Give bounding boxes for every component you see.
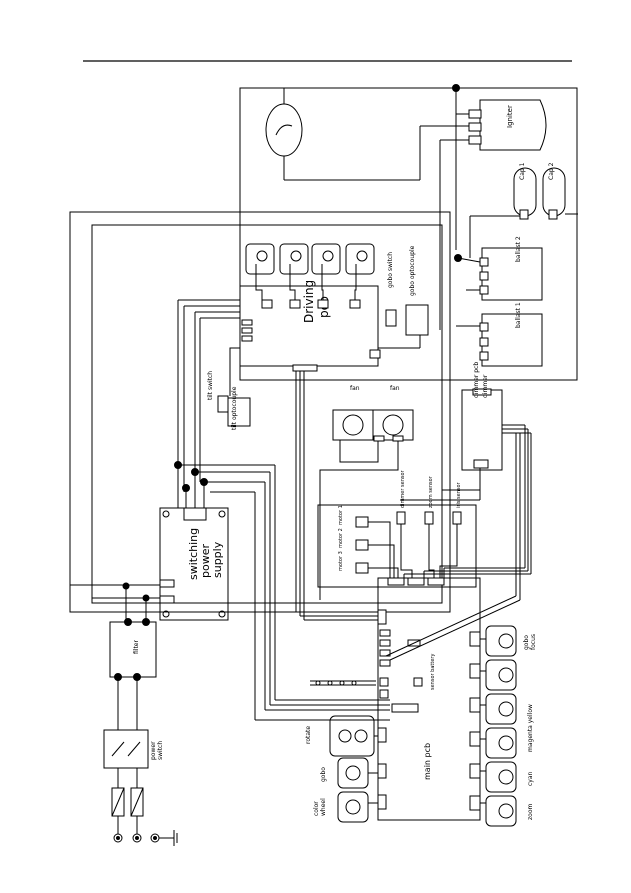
gobo-optocoupler-label: gobo optocouple [409, 245, 416, 296]
main-pcb-label: main pcb [423, 743, 432, 780]
dimmer-pcb-label: dimmer pcb [473, 362, 480, 398]
main-pcb: sensor battery main pcb [310, 433, 531, 821]
ballast-1: ballast 1 [456, 302, 543, 367]
igniter-label: Igniter [506, 105, 514, 128]
dimmer-sensor-label: dimmer sensor [400, 469, 406, 508]
gobo-focus-label-2: focus [530, 634, 537, 650]
ballast-2: ballast 2 [454, 236, 543, 301]
capacitors: Cap 1 Cap 2 [469, 162, 578, 258]
cyan-label: cyan [527, 771, 534, 786]
dimmer-pcb-sublabel: dimmer [482, 374, 489, 398]
driving-pcb-label-1: Driving [302, 280, 316, 323]
iris-sensor-label: iris sensor [456, 481, 462, 508]
lamp-area [239, 84, 578, 381]
cap1-label: Cap 1 [519, 162, 526, 180]
gobo-switch-label: gobo switch [387, 252, 394, 288]
smps-label-3: supply [211, 541, 224, 578]
lamp-arc [275, 124, 293, 136]
fans: fan fan [319, 385, 414, 600]
lamp-icon [265, 103, 303, 157]
gobo-focus-label-1: gobo [523, 635, 530, 650]
magenta-yellow-label: magenta yellow [527, 704, 534, 752]
cap2-label: Cap 2 [548, 162, 555, 180]
fan1-label: fan [350, 385, 360, 392]
rotate-label: rotate [305, 726, 312, 744]
color-wheel-label-1: color [313, 801, 320, 816]
color-wheel-label-2: wheel [320, 798, 327, 816]
filter-label: filter [133, 640, 140, 654]
mains-input [111, 787, 178, 846]
power-switch-label-2: switch [157, 741, 164, 760]
power-switch-label-1: power [150, 741, 157, 760]
driving-pcb: Driving pcb [239, 280, 381, 372]
driving-to-main-wiring [295, 371, 380, 621]
zoom-sensor-label: zoom sensor [428, 475, 434, 508]
gobo-switch-group: gobo switch gobo optocouple [378, 245, 429, 349]
tilt-switch-label: tilt switch [207, 371, 214, 400]
smps-label-1: switching [187, 528, 200, 580]
smps-harness [174, 299, 390, 721]
filter: filter [109, 582, 157, 730]
tilt-switch-group: tilt switch tilt optocouple [207, 347, 251, 430]
ballast1-label: ballast 1 [515, 302, 522, 328]
zoom-label: zoom [527, 804, 534, 820]
sensor-battery-label: sensor battery [430, 654, 436, 690]
main-pcb-right-motors: gobo focus magenta yellow cyan zoom [480, 625, 537, 827]
motor3-label: motor 3 [338, 551, 344, 571]
gobo-label: gobo [320, 767, 327, 782]
tilt-optocoupler-label: tilt optocouple [231, 386, 238, 430]
motor2-label: motor 2 [338, 528, 344, 548]
lamp-loop-outer [239, 87, 578, 381]
ballast2-label: ballast 2 [515, 236, 522, 262]
igniter: Igniter [468, 99, 547, 151]
fan2-label: fan [390, 385, 400, 392]
dimmer-pcb: dimmer pcb dimmer [461, 362, 532, 574]
smps-label-2: power [199, 544, 212, 578]
sensor-cluster: motor 1 motor 2 motor 3 dimmer sensor zo… [317, 469, 477, 588]
power-switch: power switch [103, 729, 164, 788]
switching-power-supply: switching power supply [159, 507, 229, 621]
pan-tilt-motors [245, 243, 375, 300]
motor1-label: motor 1 [338, 505, 344, 525]
main-pcb-left-motors: rotate gobo color wheel [305, 715, 378, 823]
